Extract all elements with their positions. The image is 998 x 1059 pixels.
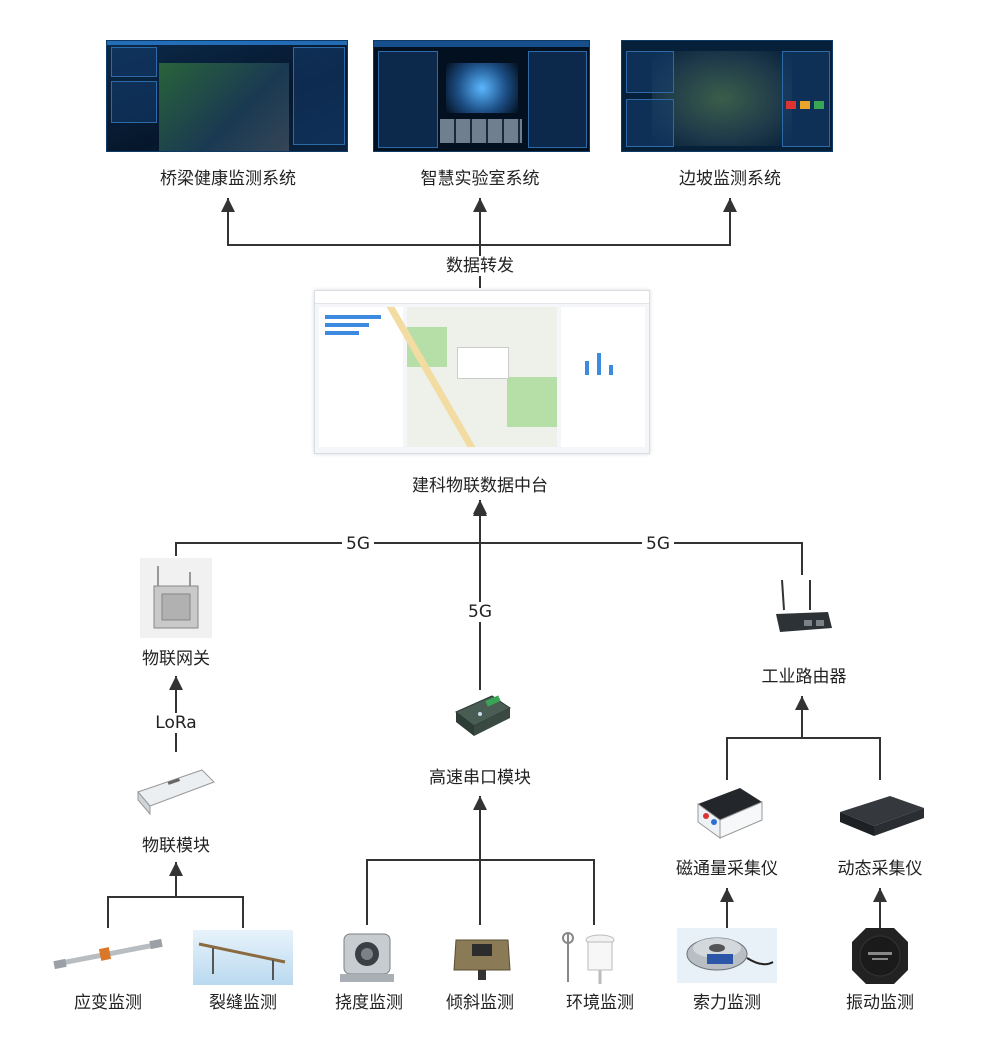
iot-module-image xyxy=(132,762,218,818)
sensor-tilt-label: 倾斜监测 xyxy=(446,993,514,1013)
system-bridge-label: 桥梁健康监测系统 xyxy=(160,169,296,189)
slope-dashboard-thumbnail xyxy=(621,40,833,152)
vibration-sensor-image xyxy=(850,926,910,986)
system-lab-label: 智慧实验室系统 xyxy=(420,169,540,189)
lab-dashboard-thumbnail xyxy=(373,40,590,152)
wire-5g-right xyxy=(480,542,803,575)
iot-gateway-image xyxy=(140,558,212,638)
router-label: 工业路由器 xyxy=(761,667,847,687)
flux-collector-image xyxy=(690,782,766,844)
sensor-crack-label: 裂缝监测 xyxy=(209,993,277,1013)
link-5g-left: 5G xyxy=(342,534,374,554)
flux-collector-label: 磁通量采集仪 xyxy=(676,859,778,879)
crack-sensor-image xyxy=(193,930,293,985)
iot-gateway-label: 物联网关 xyxy=(142,649,210,669)
serial-module-image xyxy=(450,690,516,742)
bridge-dashboard-thumbnail xyxy=(106,40,348,152)
wire-router-in xyxy=(726,696,881,780)
sensor-strain-label: 应变监测 xyxy=(74,993,142,1013)
platform-dashboard-thumbnail xyxy=(314,290,650,454)
wire-serial-in xyxy=(366,796,595,925)
tilt-sensor-image xyxy=(450,930,514,982)
wire-forward-slope xyxy=(480,198,737,246)
data-forward-label: 数据转发 xyxy=(442,256,518,276)
industrial-router-image xyxy=(770,576,836,640)
link-lora: LoRa xyxy=(151,713,201,733)
serial-module-label: 高速串口模块 xyxy=(429,768,531,788)
strain-sensor-image xyxy=(50,930,166,982)
environment-sensor-image xyxy=(556,926,622,986)
iot-module-label: 物联模块 xyxy=(142,836,210,856)
wire-5g-left xyxy=(175,500,487,556)
system-slope-label: 边坡监测系统 xyxy=(679,169,781,189)
sensor-cable-force-label: 索力监测 xyxy=(693,993,761,1013)
cable-force-sensor-image xyxy=(677,928,777,983)
sensor-vibration-label: 振动监测 xyxy=(846,993,914,1013)
deflection-sensor-image xyxy=(334,930,400,986)
dynamic-collector-image xyxy=(836,790,928,840)
link-5g-center: 5G xyxy=(464,602,496,622)
wire-module-in xyxy=(107,862,244,928)
dynamic-collector-label: 动态采集仪 xyxy=(837,859,923,879)
sensor-deflection-label: 挠度监测 xyxy=(335,993,403,1013)
sensor-environment-label: 环境监测 xyxy=(566,993,634,1013)
link-5g-right: 5G xyxy=(642,534,674,554)
platform-label: 建科物联数据中台 xyxy=(412,476,548,496)
